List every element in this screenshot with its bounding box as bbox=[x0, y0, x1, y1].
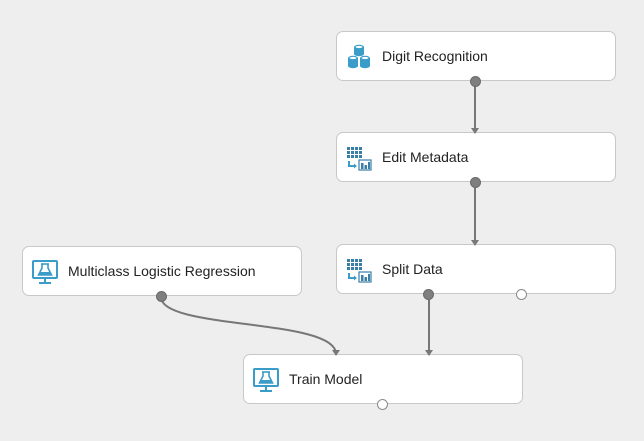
input-arrow-edit-metadata bbox=[471, 128, 479, 134]
module-label: Edit Metadata bbox=[382, 149, 469, 165]
module-train-model[interactable]: Train Model bbox=[243, 354, 523, 404]
ml-flask-icon bbox=[32, 260, 58, 284]
input-arrow-train-model-right bbox=[425, 350, 433, 356]
input-arrow-split-data bbox=[471, 240, 479, 246]
input-arrow-train-model-left bbox=[332, 350, 340, 356]
module-edit-metadata[interactable]: Edit Metadata bbox=[336, 132, 616, 182]
module-label: Split Data bbox=[382, 261, 443, 277]
ml-flask-icon bbox=[253, 368, 279, 392]
wire-logistic-to-train[interactable] bbox=[160, 296, 337, 355]
output-port-split-data-2[interactable] bbox=[516, 289, 527, 300]
module-digit-recognition[interactable]: Digit Recognition bbox=[336, 31, 616, 81]
dataset-icon bbox=[348, 44, 370, 69]
module-label: Train Model bbox=[289, 371, 363, 387]
module-label: Multiclass Logistic Regression bbox=[68, 263, 256, 279]
output-port-split-data-1[interactable] bbox=[423, 289, 434, 300]
data-transform-icon bbox=[347, 259, 372, 283]
output-port-multiclass-logistic-regression[interactable] bbox=[156, 291, 167, 302]
output-port-train-model[interactable] bbox=[377, 399, 388, 410]
module-label: Digit Recognition bbox=[382, 48, 488, 64]
output-port-digit-recognition[interactable] bbox=[470, 76, 481, 87]
module-multiclass-logistic-regression[interactable]: Multiclass Logistic Regression bbox=[22, 246, 302, 296]
data-transform-icon bbox=[347, 147, 372, 171]
output-port-edit-metadata[interactable] bbox=[470, 177, 481, 188]
module-split-data[interactable]: Split Data bbox=[336, 244, 616, 294]
